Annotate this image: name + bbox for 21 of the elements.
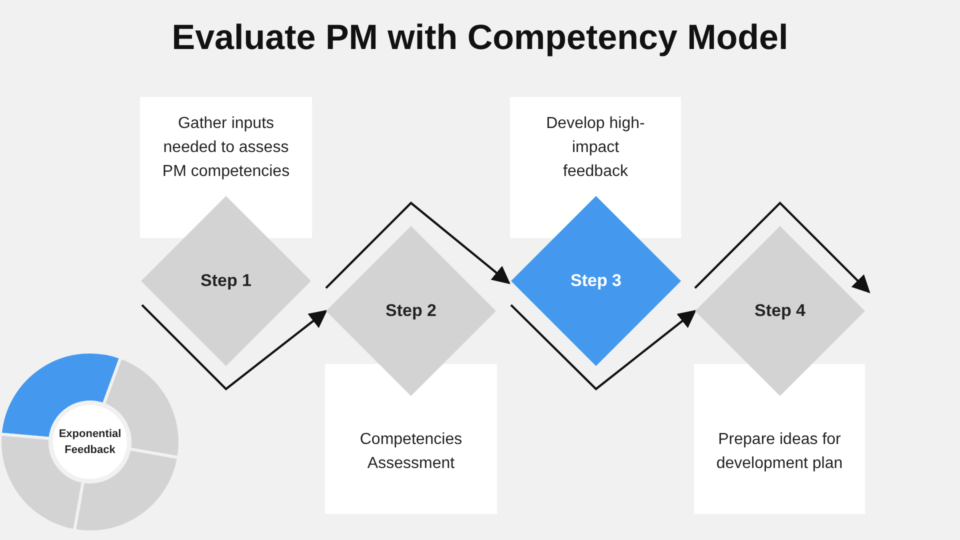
text-card [140,97,312,238]
node-text: Step 2 [384,300,438,322]
node-text: Step 3 [569,270,623,292]
step-diamond [326,226,496,396]
node-text: Exponential Feedback [58,427,122,458]
chevron-arrow [141,304,328,390]
node-text: Step 1 [199,270,253,292]
node-text: Competencies Assessment [358,430,464,474]
chevron-arrow [510,304,696,390]
node-text: Step 4 [753,300,807,322]
text-card [694,364,865,514]
step-diamond [141,196,311,366]
text-card [325,364,497,514]
chevron-arrow [325,202,510,289]
node-text: Prepare ideas for development plan [715,430,844,474]
node-text: Gather inputs needed to assess PM competencies [161,114,291,182]
node-text: Develop high-impact feedback [545,114,646,182]
step-diamond [695,226,865,396]
text-card [510,97,681,238]
title: Evaluate PM with Competency Model [170,18,790,58]
step-diamond [511,196,681,366]
